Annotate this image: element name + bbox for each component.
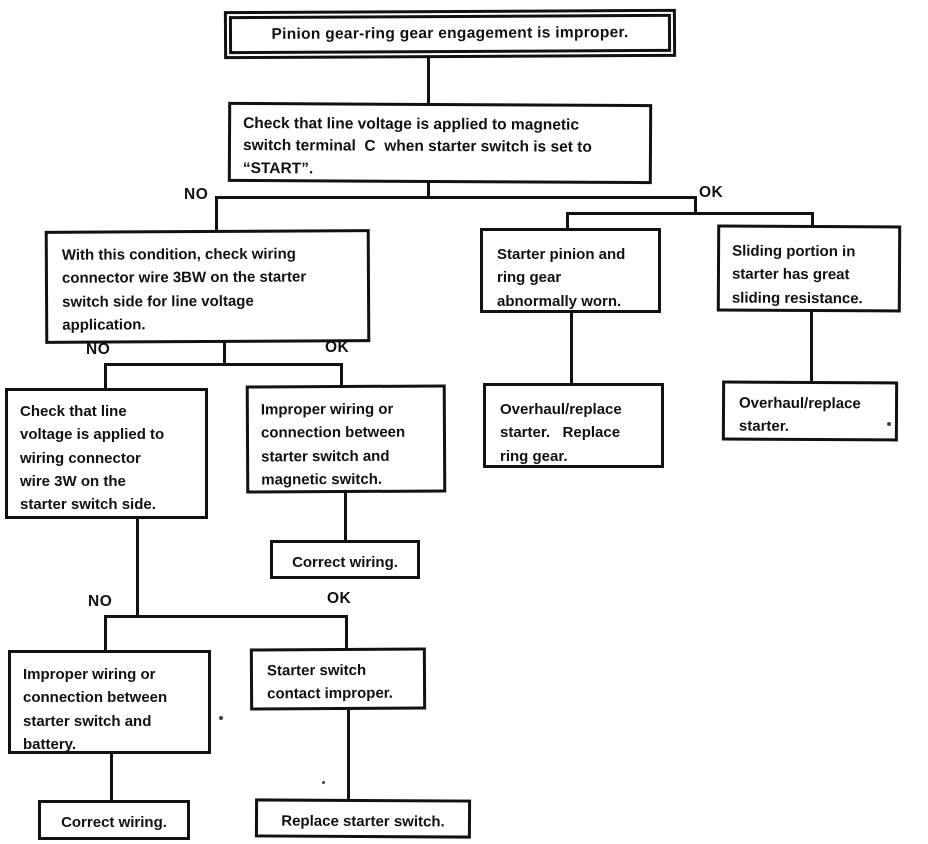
- node-pinion-worn: Starter pinion and ring gear abnormally …: [480, 228, 661, 313]
- node-switch-contact-text: Starter switch contact improper.: [266, 661, 393, 703]
- connector-line: [215, 196, 218, 232]
- connector-line: [570, 312, 573, 384]
- scan-speckle: [322, 781, 325, 784]
- connector-line: [566, 212, 569, 230]
- node-check-magnetic-text: Check that line voltage is applied to ma…: [242, 114, 592, 178]
- node-sliding-resistance: Sliding portion in starter has great sli…: [716, 224, 902, 313]
- connector-line: [104, 615, 347, 618]
- node-check-3w: Check that line voltage is applied to wi…: [5, 388, 208, 519]
- node-wiring-magnetic: Improper wiring or connection between st…: [245, 384, 447, 494]
- node-check-3bw: With this condition, check wiring connec…: [44, 229, 371, 344]
- node-root: Pinion gear-ring gear engagement is impr…: [223, 8, 677, 60]
- connector-line: [104, 363, 107, 390]
- connector-line: [345, 615, 348, 649]
- node-pinion-worn-text: Starter pinion and ring gear abnormally …: [497, 246, 626, 310]
- node-root-text: Pinion gear-ring gear engagement is impr…: [271, 24, 629, 43]
- node-correct-wiring-2: Correct wiring.: [38, 800, 190, 840]
- node-check-magnetic: Check that line voltage is applied to ma…: [227, 101, 653, 185]
- connector-line: [104, 363, 343, 366]
- node-correct-wiring-1-text: Correct wiring.: [292, 554, 398, 571]
- connector-line: [427, 57, 430, 104]
- connector-line: [215, 196, 697, 199]
- connector-line: [136, 518, 139, 618]
- node-wiring-battery: Improper wiring or connection between st…: [8, 650, 211, 754]
- node-overhaul-ring-text: Overhaul/replace starter. Replace ring g…: [500, 401, 622, 465]
- connector-line: [566, 212, 814, 215]
- connector-line: [344, 492, 347, 541]
- node-overhaul: Overhaul/replace starter.: [721, 380, 899, 442]
- connector-line: [811, 212, 814, 227]
- node-replace-switch-text: Replace starter switch.: [281, 812, 445, 831]
- node-overhaul-ring: Overhaul/replace starter. Replace ring g…: [483, 383, 664, 468]
- branch-label-no-2: NO: [86, 341, 111, 358]
- node-wiring-battery-text: Improper wiring or connection between st…: [23, 666, 168, 753]
- node-overhaul-text: Overhaul/replace starter.: [738, 394, 861, 436]
- node-check-3bw-text: With this condition, check wiring connec…: [61, 245, 307, 334]
- scan-speckle: [219, 716, 223, 720]
- branch-label-no-3: NO: [88, 593, 113, 610]
- node-root-inner-frame: Pinion gear-ring gear engagement is impr…: [228, 13, 672, 55]
- connector-line: [340, 363, 343, 387]
- branch-label-no-1: NO: [184, 186, 209, 203]
- connector-line: [427, 182, 430, 198]
- node-correct-wiring-2-text: Correct wiring.: [61, 814, 167, 831]
- connector-line: [347, 710, 350, 800]
- branch-label-ok-1: OK: [699, 184, 724, 201]
- connector-line: [104, 615, 107, 652]
- connector-line: [694, 196, 697, 215]
- node-check-3w-text: Check that line voltage is applied to wi…: [20, 403, 165, 513]
- branch-label-ok-3: OK: [327, 590, 352, 607]
- scan-speckle: [887, 422, 891, 426]
- node-replace-switch: Replace starter switch.: [254, 798, 472, 839]
- branch-label-ok-2: OK: [325, 339, 350, 356]
- node-switch-contact: Starter switch contact improper.: [249, 647, 427, 711]
- connector-line: [110, 753, 113, 801]
- connector-line: [223, 342, 226, 365]
- node-sliding-resistance-text: Sliding portion in starter has great sli…: [731, 242, 863, 307]
- node-correct-wiring-1: Correct wiring.: [270, 540, 420, 579]
- node-wiring-magnetic-text: Improper wiring or connection between st…: [260, 400, 406, 489]
- connector-line: [810, 311, 813, 382]
